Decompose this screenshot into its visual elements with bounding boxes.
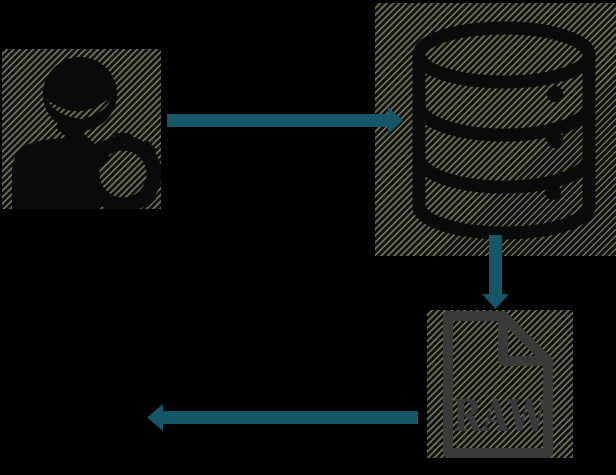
arrow-down-head-icon: [482, 294, 509, 309]
user-gear-icon: [12, 57, 161, 209]
file-fold-corner: [498, 316, 548, 366]
file-raw-icon: RAW: [443, 311, 553, 458]
arrow-raw-file-to-out: [147, 404, 418, 431]
db-dot: [545, 184, 561, 200]
node-user: [2, 49, 161, 209]
node-database: [375, 3, 616, 256]
arrow-left-head-icon: [147, 404, 163, 431]
arrow-user-to-database: [167, 107, 403, 134]
db-dot: [547, 86, 563, 102]
database-icon: [412, 21, 596, 240]
gear-icon: [82, 133, 161, 209]
raw-file-label: RAW: [453, 391, 547, 442]
db-dot: [547, 132, 563, 148]
node-raw-file: RAW: [427, 310, 573, 458]
user-body: [12, 138, 99, 209]
file-outline: [443, 311, 553, 458]
